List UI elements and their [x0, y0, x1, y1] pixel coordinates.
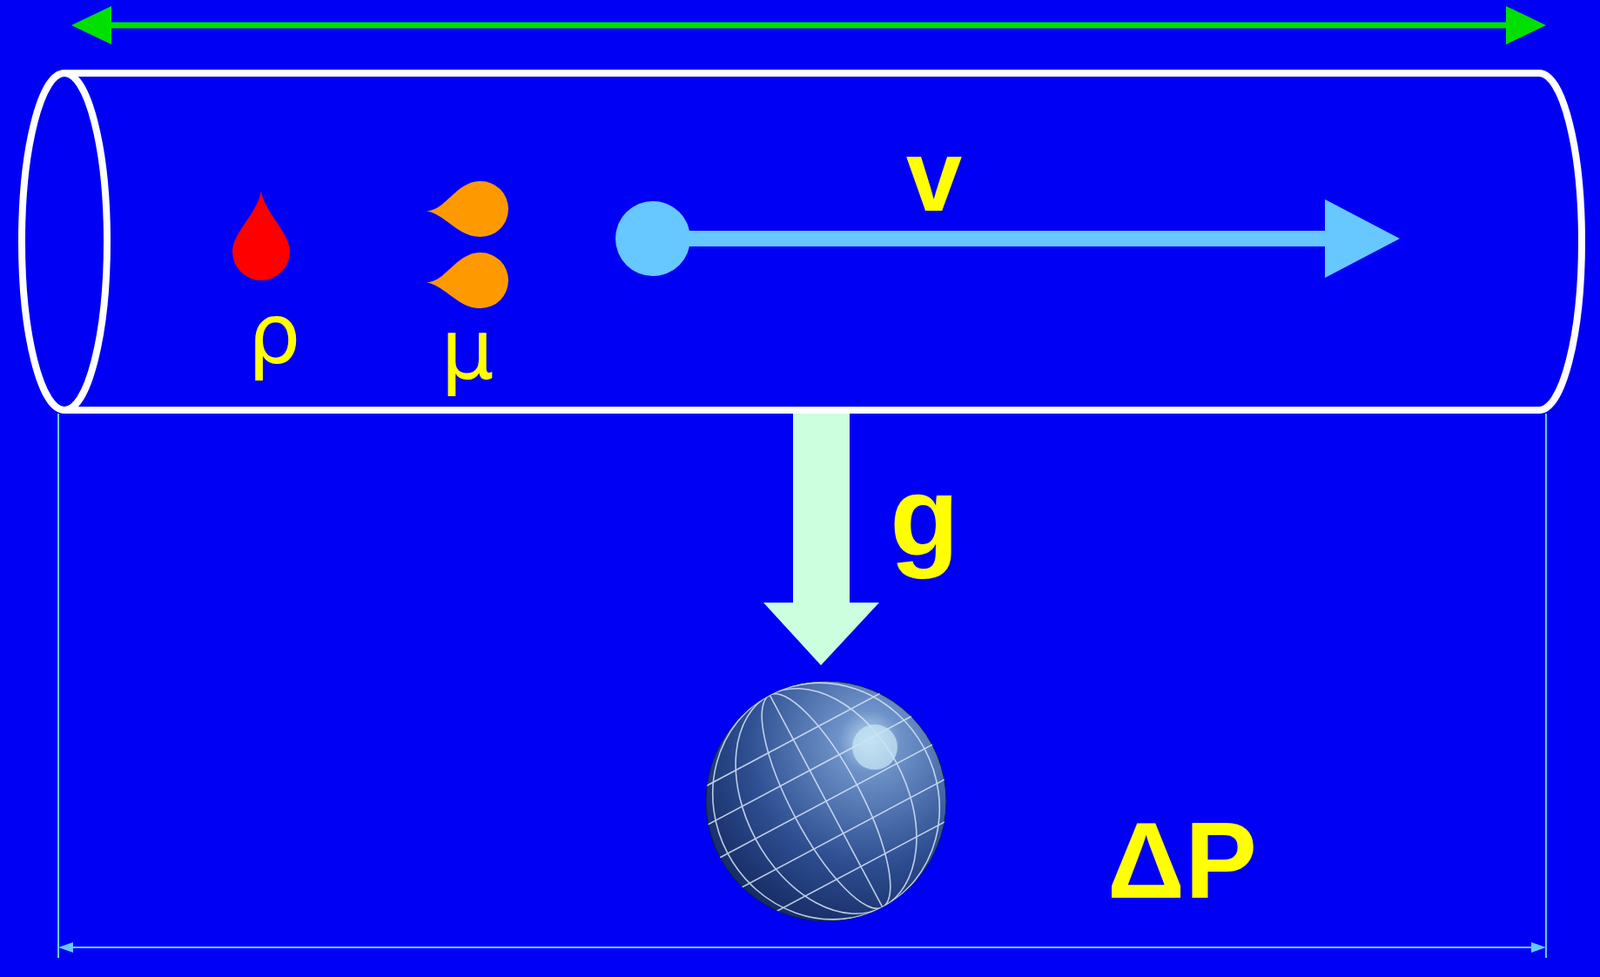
viscosity-droplets [426, 181, 509, 309]
gravity-symbol: g [889, 458, 959, 572]
viscosity-symbol: μ [440, 308, 494, 392]
length-arrow [71, 6, 1547, 45]
pressure-difference: ΔP [1107, 806, 1258, 915]
gravity-arrow [763, 410, 880, 666]
velocity-arrow [615, 199, 1400, 278]
pipe-opening [21, 73, 108, 411]
density-symbol: ρ [248, 292, 302, 377]
pressure-dimension [58, 413, 1547, 958]
density-droplet [232, 190, 290, 281]
earth-globe [670, 640, 982, 961]
velocity-symbol: v [906, 125, 963, 227]
pipe-wall [64, 73, 1582, 411]
pipe: ρ μ v [14, 73, 1593, 411]
